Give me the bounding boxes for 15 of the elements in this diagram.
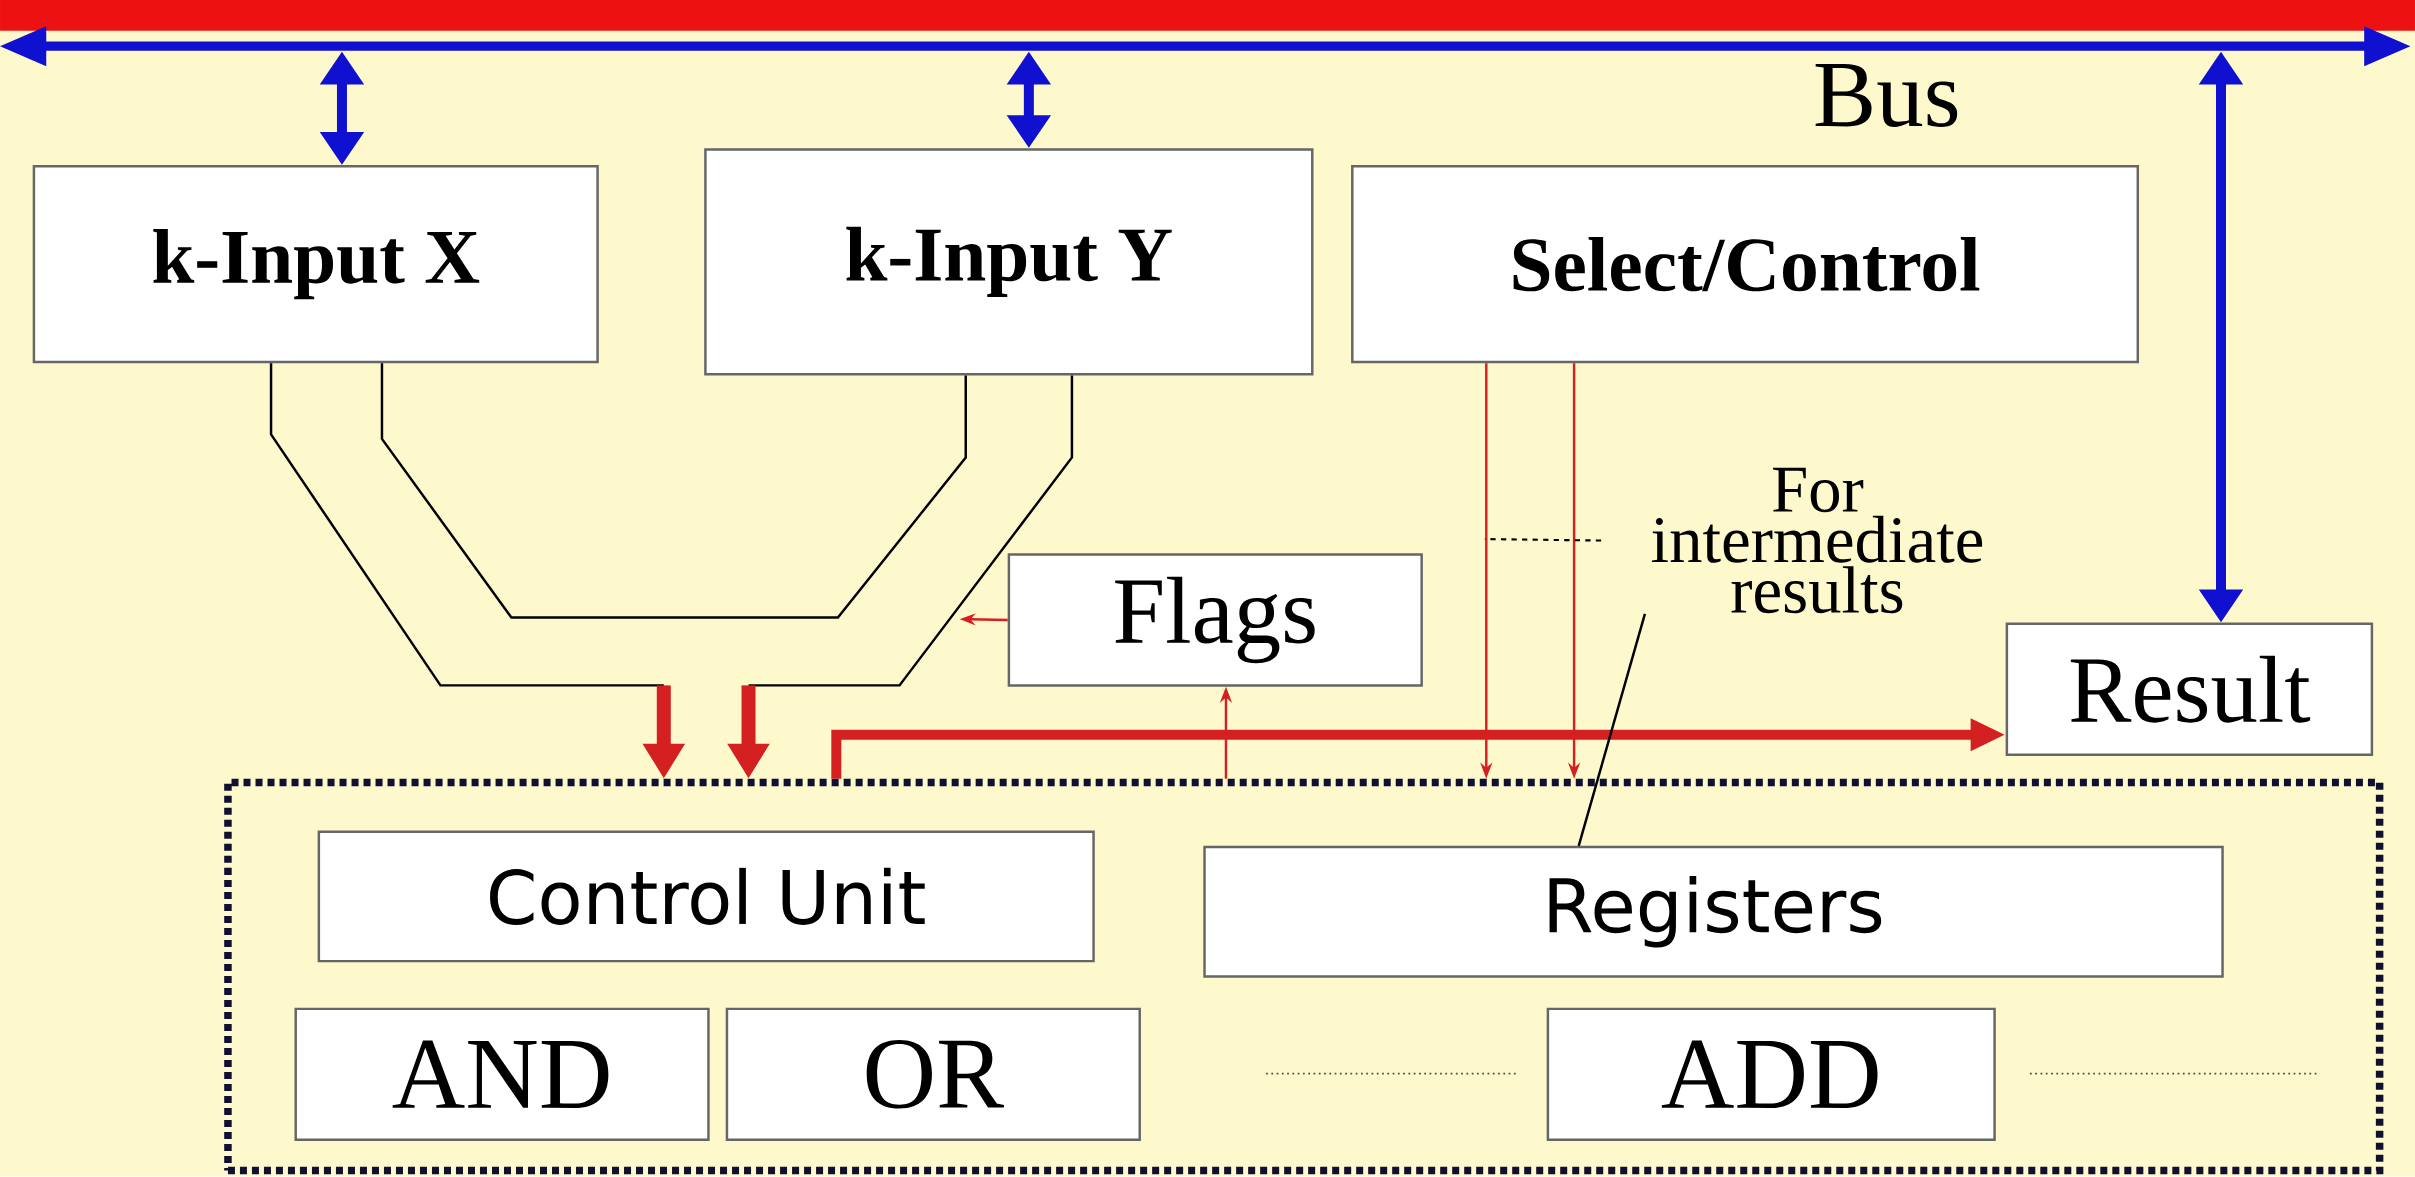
annotation-text: For intermediate results: [1651, 468, 1983, 614]
process-box: Registers: [1203, 846, 2224, 978]
process-box: Select/Control: [1351, 165, 2139, 364]
bus-label: Bus: [1815, 64, 1958, 128]
process-box: k-Input Y: [704, 148, 1314, 376]
operation-box: OR: [725, 1007, 1141, 1142]
operation-box: AND: [294, 1007, 710, 1142]
operation-box: ADD: [1546, 1007, 1996, 1142]
dotted-frame: [224, 778, 2384, 1175]
connector-line: [380, 363, 967, 619]
process-box: Control Unit: [317, 830, 1095, 963]
process-box: Flags: [1007, 553, 1423, 687]
leader-line: [1577, 613, 1647, 847]
process-box: Result: [2005, 622, 2374, 757]
process-box: k-Input X: [32, 165, 599, 364]
